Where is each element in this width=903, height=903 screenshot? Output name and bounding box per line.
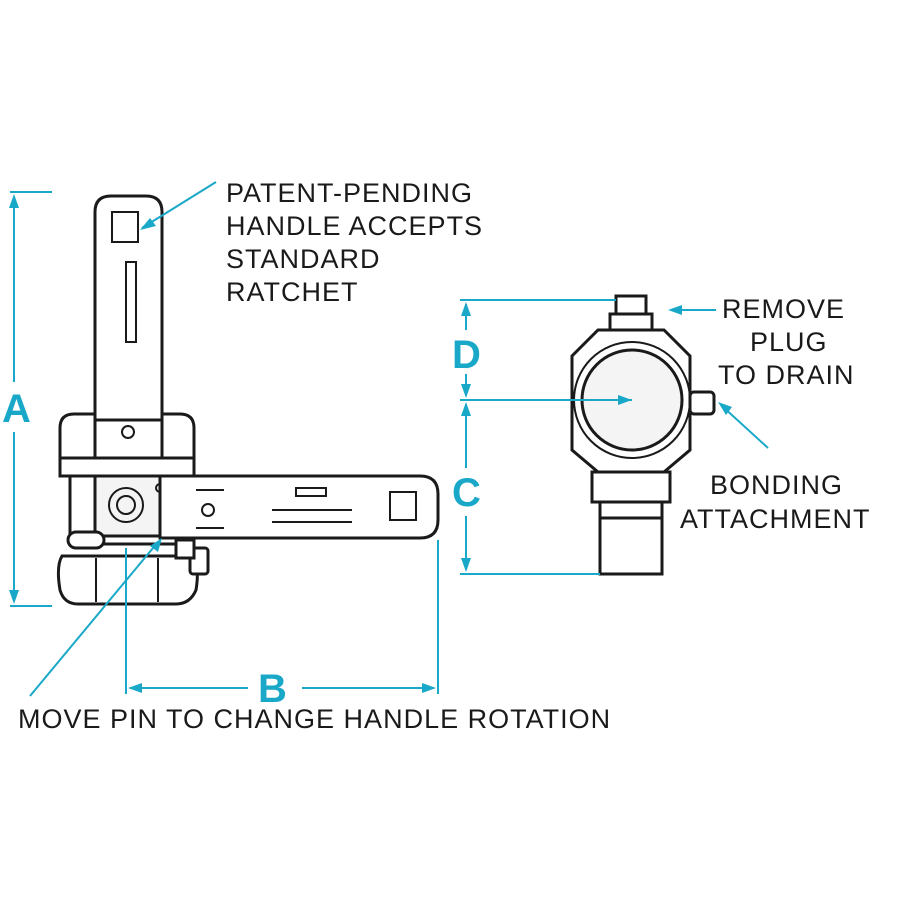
dim-c-arrow-center <box>618 395 632 405</box>
bonding-lug <box>688 390 716 416</box>
leader-handle-arrow <box>140 218 156 230</box>
callout-plug: REMOVE PLUG TO DRAIN <box>718 294 855 390</box>
side-view <box>56 194 440 606</box>
callout-plug-line-1: REMOVE <box>722 294 845 324</box>
dimension-lines: A B D C <box>2 181 769 711</box>
horizontal-handle <box>158 474 440 540</box>
callout-handle-line-2: HANDLE ACCEPTS <box>226 211 483 241</box>
dim-d-arrow-bottom <box>461 384 471 398</box>
leader-pin <box>29 541 159 697</box>
callout-bonding: BONDING ATTACHMENT <box>680 470 870 534</box>
callout-bonding-line-2: ATTACHMENT <box>680 504 870 534</box>
leader-plug-arrow <box>668 305 682 315</box>
dim-label-d: D <box>452 333 481 377</box>
dim-label-c: C <box>452 471 481 515</box>
dim-a-arrow-bottom <box>9 590 19 604</box>
dim-c-arrow-top <box>461 402 471 416</box>
leader-bonding <box>721 405 769 449</box>
callout-plug-line-3: TO DRAIN <box>718 360 855 390</box>
callout-handle-line-4: RATCHET <box>226 277 359 307</box>
dim-d-arrow-top <box>461 302 471 316</box>
dim-b-arrow-left <box>128 683 142 693</box>
callout-handle-line-1: PATENT-PENDING <box>226 178 473 208</box>
vertical-handle <box>93 194 164 439</box>
callout-handle: PATENT-PENDING HANDLE ACCEPTS STANDARD R… <box>226 178 483 307</box>
leader-bonding-arrow <box>718 402 732 415</box>
dim-label-b: B <box>258 667 287 711</box>
valve-body <box>56 412 210 606</box>
dim-b-arrow-right <box>422 683 436 693</box>
callout-bonding-line-1: BONDING <box>710 470 843 500</box>
leader-pin-arrow <box>150 538 162 552</box>
dim-label-a: A <box>2 387 31 431</box>
callout-plug-line-2: PLUG <box>750 327 828 357</box>
callout-handle-line-3: STANDARD <box>226 244 381 274</box>
leader-handle <box>141 181 217 229</box>
dim-a-arrow-top <box>9 194 19 208</box>
dim-c-arrow-bottom <box>461 558 471 572</box>
callout-pin: MOVE PIN TO CHANGE HANDLE ROTATION <box>18 704 611 734</box>
